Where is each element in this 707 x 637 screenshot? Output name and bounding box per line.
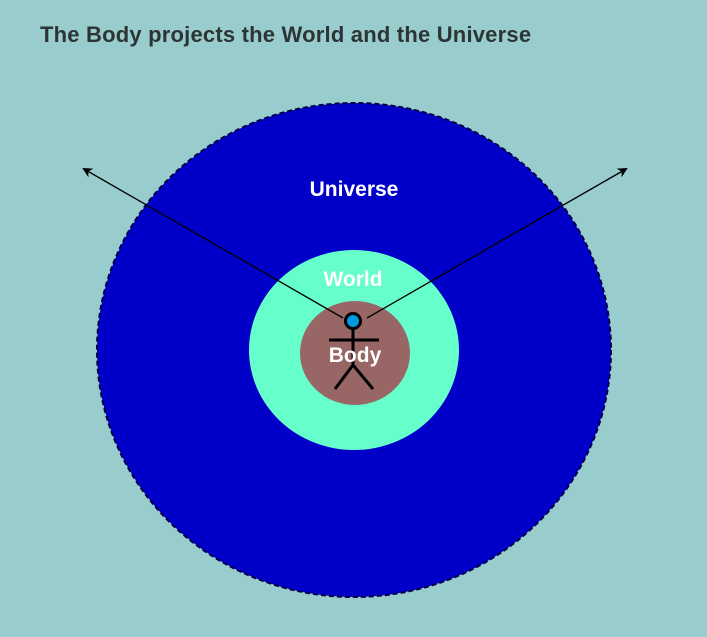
right-projection-arrow — [366, 168, 628, 319]
body-circle — [300, 301, 410, 405]
left-projection-arrow — [82, 168, 344, 319]
diagram-title: The Body projects the World and the Univ… — [40, 22, 532, 47]
body-label: Body — [329, 344, 382, 367]
world-label: World — [323, 268, 382, 291]
universe-label: Universe — [310, 178, 399, 201]
stick-figure-icon — [329, 312, 379, 390]
